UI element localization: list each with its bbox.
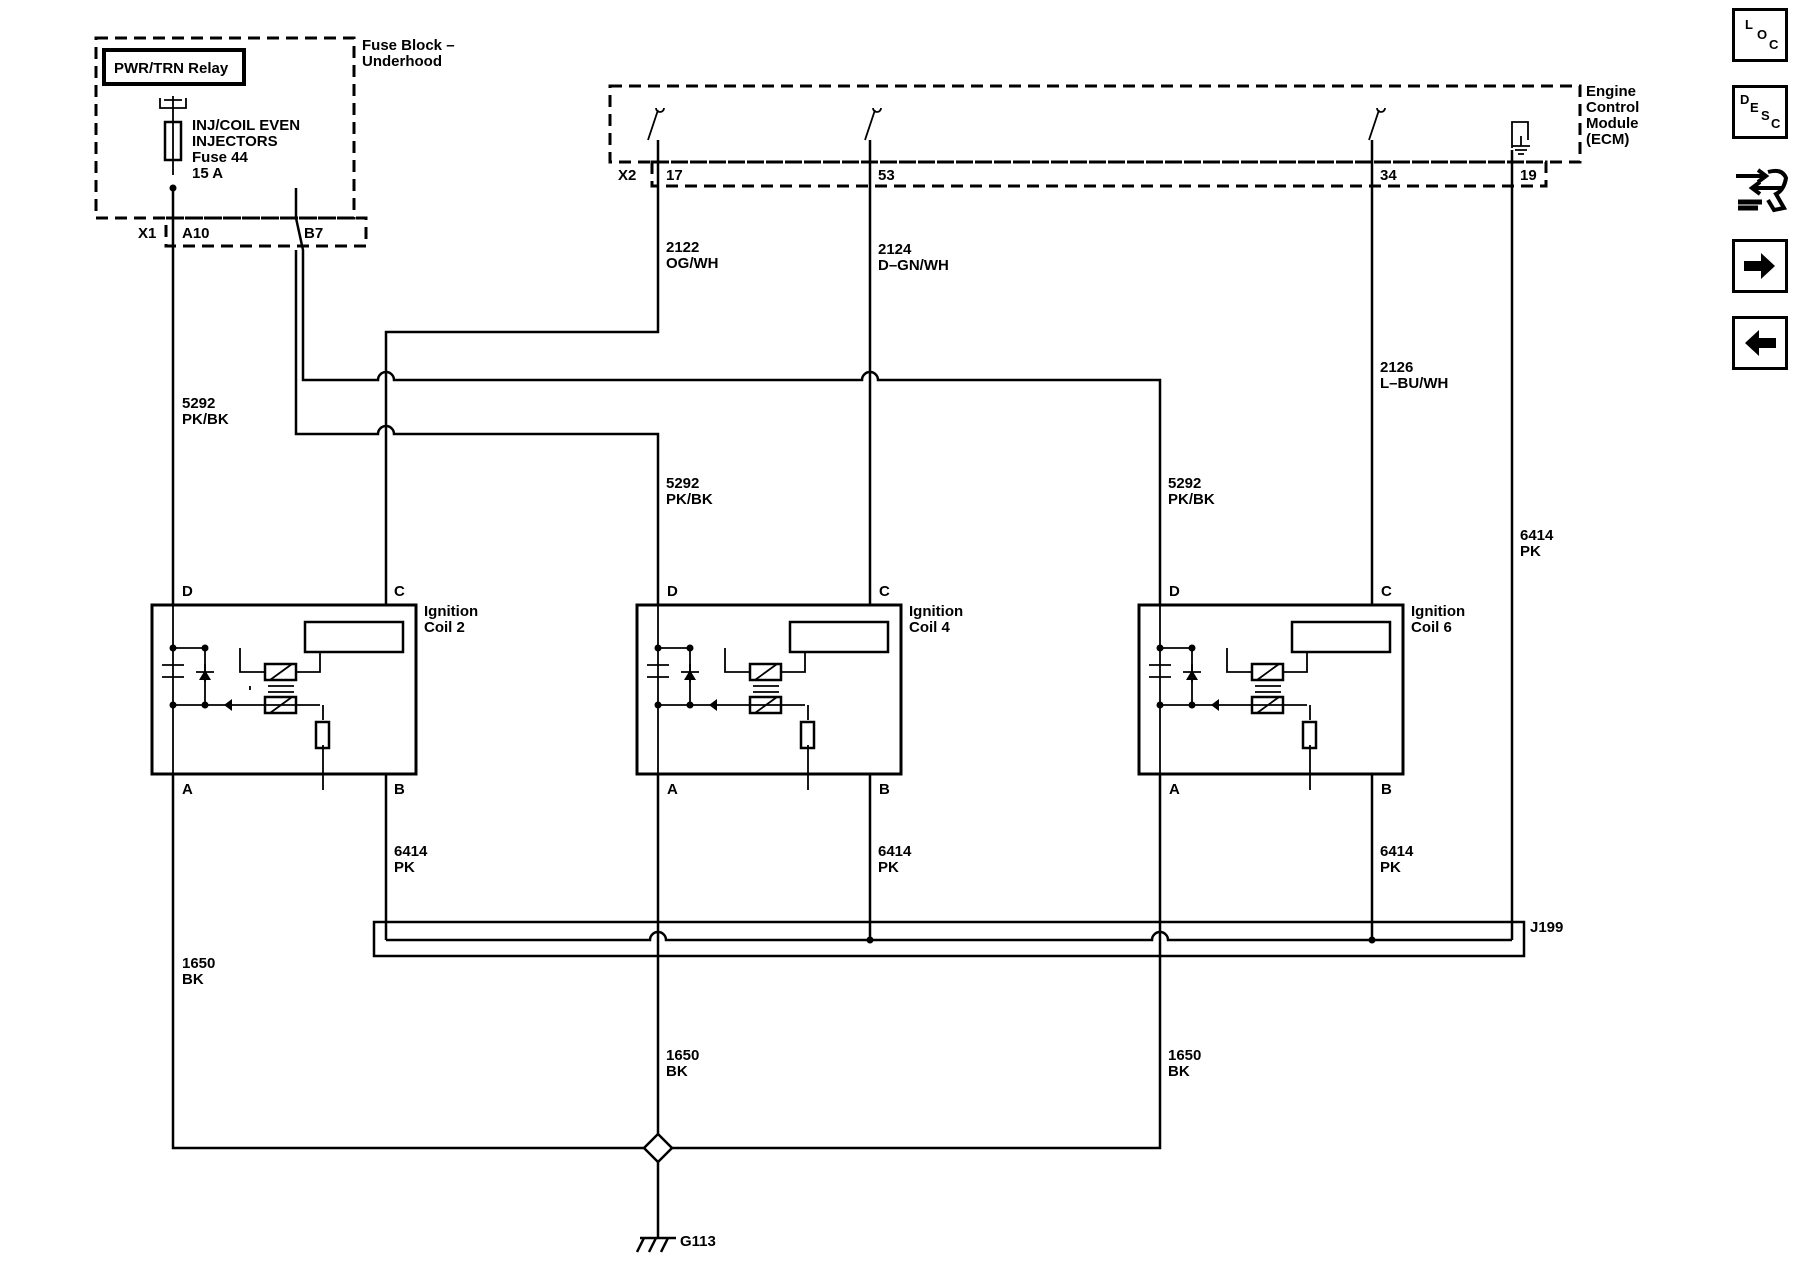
- coil4-pin-b: B: [879, 781, 890, 798]
- coil2-pin-a: A: [182, 781, 193, 798]
- wire-5292-color: PK/BK: [182, 411, 229, 428]
- wire-5292-number: 5292: [1168, 475, 1201, 492]
- relay-label: PWR/TRN Relay: [114, 60, 229, 77]
- ecm-pin-53: 53: [878, 167, 895, 184]
- wire-2122-color: OG/WH: [666, 255, 719, 272]
- coil2-pin-c: C: [394, 583, 405, 600]
- coil6-pin-b: B: [1381, 781, 1392, 798]
- wire-1650-number: 1650: [666, 1047, 699, 1064]
- wire-2124-number: 2124: [878, 241, 912, 258]
- ecm-title-1: Engine: [1586, 83, 1636, 100]
- wire-6414-number: 6414: [878, 843, 912, 860]
- coil4-name: Ignition: [909, 603, 963, 620]
- coil6-number: Coil 6: [1411, 619, 1452, 636]
- coil6-pin-d: D: [1169, 583, 1180, 600]
- arrow-right-icon: [1744, 253, 1775, 279]
- wire-1650-color: BK: [666, 1063, 688, 1080]
- desc-button[interactable]: D E S C: [1732, 85, 1788, 139]
- arrow-left-icon: [1745, 330, 1776, 356]
- ignition-coil-4: D C A B Ignition Coil 4: [635, 583, 963, 798]
- desc-icon: D E S C: [1740, 92, 1781, 131]
- ignition-coil-2: D C A B Ignition Coil 2: [150, 583, 478, 798]
- fuse-label-3: Fuse 44: [192, 149, 249, 166]
- wire-2126-number: 2126: [1380, 359, 1413, 376]
- fuse-connector-x1: X1: [138, 225, 156, 242]
- wire-2126-color: L–BU/WH: [1380, 375, 1448, 392]
- wires: [171, 140, 1526, 1253]
- fuse-label-2: INJECTORS: [192, 133, 278, 150]
- fuse-label-1: INJ/COIL EVEN: [192, 117, 300, 134]
- wire-6414-color: PK: [1380, 859, 1401, 876]
- coil4-number: Coil 4: [909, 619, 950, 636]
- ignition-coil-6: D C A B Ignition Coil 6: [1137, 583, 1465, 798]
- next-page-button[interactable]: [1732, 239, 1788, 293]
- fuse-block: PWR/TRN Relay Fuse Block – Underhood INJ…: [94, 36, 455, 248]
- ecm-connector-x2: X2: [618, 167, 636, 184]
- ecm-title-2: Control: [1586, 99, 1639, 116]
- wire-5292-color: PK/BK: [1168, 491, 1215, 508]
- wire-6414-number: 6414: [1520, 527, 1554, 544]
- coil4-pin-a: A: [667, 781, 678, 798]
- fuse-pin-a10: A10: [182, 225, 210, 242]
- coil2-number: Coil 2: [424, 619, 465, 636]
- wire-1650-color: BK: [1168, 1063, 1190, 1080]
- coil6-pin-a: A: [1169, 781, 1180, 798]
- ecm-module: Engine Control Module (ECM) X2 17 53 34 …: [608, 83, 1639, 188]
- coil2-name: Ignition: [424, 603, 478, 620]
- nav-toolbar: L O C D E S C: [1732, 8, 1794, 393]
- wire-6414-number: 6414: [1380, 843, 1414, 860]
- wire-1650-number: 1650: [1168, 1047, 1201, 1064]
- wire-2124-color: D–GN/WH: [878, 257, 949, 274]
- prev-page-button[interactable]: [1732, 316, 1788, 370]
- splice-j199-label: J199: [1530, 919, 1563, 936]
- connector-wrench-icon: [1736, 168, 1788, 213]
- fuse-pin-b7: B7: [304, 225, 323, 242]
- wire-6414-color: PK: [878, 859, 899, 876]
- wire-1650-color: BK: [182, 971, 204, 988]
- connector-button[interactable]: [1732, 162, 1788, 216]
- coil6-name: Ignition: [1411, 603, 1465, 620]
- wire-2122-number: 2122: [666, 239, 699, 256]
- coil4-pin-c: C: [879, 583, 890, 600]
- ground-g113-label: G113: [680, 1233, 716, 1250]
- ecm-title-4: (ECM): [1586, 131, 1629, 148]
- coil6-pin-c: C: [1381, 583, 1392, 600]
- coil4-pin-d: D: [667, 583, 678, 600]
- loc-icon: L O C: [1745, 17, 1779, 52]
- wire-5292-color: PK/BK: [666, 491, 713, 508]
- wire-6414-color: PK: [394, 859, 415, 876]
- coil2-pin-b: B: [394, 781, 405, 798]
- wire-6414-color: PK: [1520, 543, 1541, 560]
- fuse-block-title: Fuse Block –: [362, 37, 455, 54]
- wire-5292-number: 5292: [182, 395, 215, 412]
- fuse-block-subtitle: Underhood: [362, 53, 442, 70]
- ecm-title-3: Module: [1586, 115, 1639, 132]
- wire-6414-number: 6414: [394, 843, 428, 860]
- wire-labels: 2122 OG/WH 2124 D–GN/WH 2126 L–BU/WH 529…: [182, 239, 1563, 1250]
- wire-1650-number: 1650: [182, 955, 215, 972]
- ecm-pin-19: 19: [1520, 167, 1537, 184]
- ecm-pin-34: 34: [1380, 167, 1397, 184]
- loc-button[interactable]: L O C: [1732, 8, 1788, 62]
- fuse-label-4: 15 A: [192, 165, 223, 182]
- ecm-pin-17: 17: [666, 167, 683, 184]
- coil2-pin-d: D: [182, 583, 193, 600]
- wire-5292-number: 5292: [666, 475, 699, 492]
